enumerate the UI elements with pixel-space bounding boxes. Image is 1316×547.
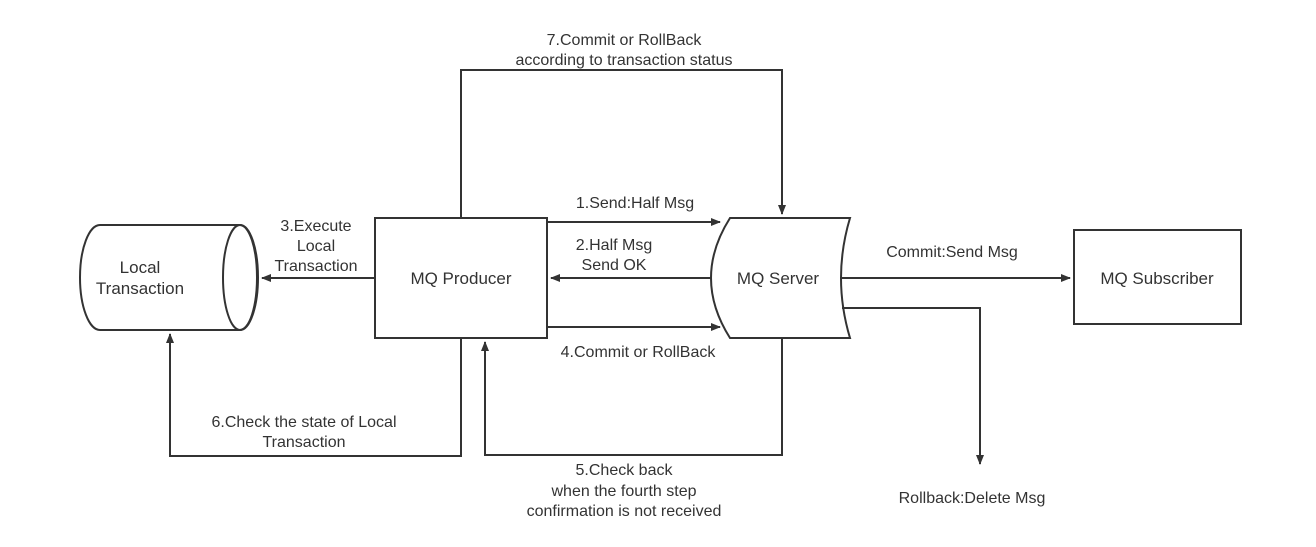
edge-step3: 3.Execute Local Transaction [261,218,375,282]
step4-label: 4.Commit or RollBack [561,344,717,361]
step3-label-line3: Transaction [275,258,358,275]
edge-step1: 1.Send:Half Msg [547,195,721,226]
edge-step5: 5.Check back when the fourth step confir… [481,338,783,520]
local-transaction-label-line2: Transaction [96,279,184,298]
step5-label-line3: confirmation is not received [527,503,722,520]
mq-server-label: MQ Server [737,269,820,288]
step3-label-line1: 3.Execute [280,218,351,235]
local-transaction-label-line1: Local [120,258,161,277]
step1-label: 1.Send:Half Msg [576,195,694,212]
edge-step4: 4.Commit or RollBack [547,323,721,361]
step6-label-line1: 6.Check the state of Local [212,414,397,431]
commit-label: Commit:Send Msg [886,244,1018,261]
mq-server-node: MQ Server [710,217,852,339]
mq-producer-label: MQ Producer [410,269,511,288]
edge-rollback: Rollback:Delete Msg [842,307,1046,507]
edge-step7: 7.Commit or RollBack according to transa… [460,32,786,218]
edge-step2: 2.Half Msg Send OK [550,237,712,282]
edge-commit: Commit:Send Msg [840,244,1071,282]
step3-label-line2: Local [297,238,335,255]
step5-label-line1: 5.Check back [576,462,674,479]
edge-step6: 6.Check the state of Local Transaction [166,333,462,457]
step7-label-line1: 7.Commit or RollBack [547,32,703,49]
mq-subscriber-label: MQ Subscriber [1100,269,1214,288]
step2-label-line1: 2.Half Msg [576,237,652,254]
mq-producer-node: MQ Producer [374,217,548,339]
step7-label-line2: according to transaction status [515,52,732,69]
step6-label-line2: Transaction [263,434,346,451]
rollback-label: Rollback:Delete Msg [899,490,1046,507]
step2-label-line2: Send OK [582,257,647,274]
mq-subscriber-node: MQ Subscriber [1073,229,1242,325]
step5-label-line2: when the fourth step [551,483,697,500]
local-transaction-node: Local Transaction [79,224,259,331]
